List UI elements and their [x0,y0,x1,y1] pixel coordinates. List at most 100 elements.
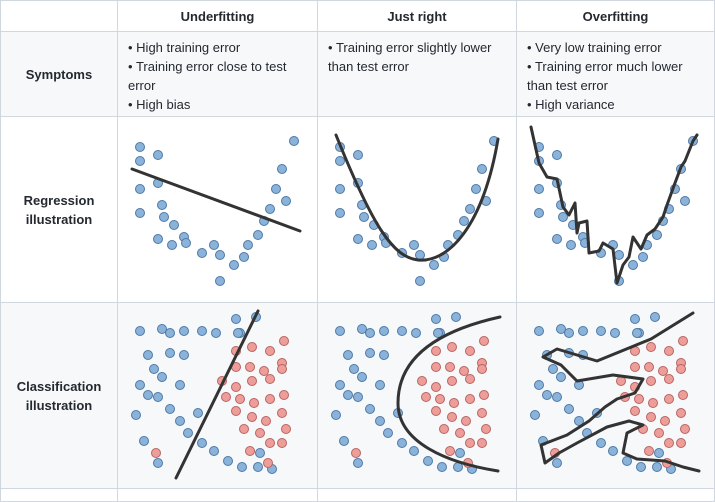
data-point [169,220,179,230]
data-point-class-a [135,326,145,336]
column-header-overfitting: Overfitting [516,0,715,32]
data-point-class-b [479,390,489,400]
data-point-class-a [564,404,574,414]
data-point [335,208,345,218]
data-point-class-a [131,410,141,420]
symptom-item: Training error close to test error [128,57,309,95]
data-point [429,260,439,270]
data-point-class-b [477,438,487,448]
data-point-class-a [365,348,375,358]
data-point-class-b [447,342,457,352]
data-point-class-b [263,458,273,468]
data-point-class-a [165,328,175,338]
classification-row: Classification illustration [0,302,715,489]
decision-boundary [396,315,502,473]
data-point [552,150,562,160]
data-point-class-a [139,436,149,446]
data-point-class-a [409,446,419,456]
data-point-class-a [654,448,664,458]
data-point-class-b [664,394,674,404]
data-point-class-a [556,324,566,334]
data-point-class-b [678,336,688,346]
data-point-class-b [465,438,475,448]
data-point [614,250,624,260]
decision-boundary [539,311,701,473]
row-label-classification: Classification illustration [0,302,118,489]
data-point-class-a [375,416,385,426]
empty-cell [0,488,118,502]
data-point [409,240,419,250]
data-point-class-b [235,394,245,404]
data-point-class-a [556,372,566,382]
data-point-class-b [277,408,287,418]
data-point-class-b [265,374,275,384]
data-point-class-a [596,326,606,336]
data-point-class-b [245,446,255,456]
fit-line [130,167,302,233]
data-point-class-a [335,326,345,336]
data-point-class-a [175,380,185,390]
data-point [558,212,568,222]
symptoms-row: Symptoms High training error Training er… [0,31,715,117]
data-point-class-a [331,410,341,420]
data-point-class-b [465,394,475,404]
data-point-class-a [209,446,219,456]
data-point-class-a [175,416,185,426]
data-point [680,196,690,206]
data-point-class-a [143,390,153,400]
data-point-class-a [183,428,193,438]
data-point-class-a [349,364,359,374]
data-point [566,240,576,250]
data-point-class-a [455,448,465,458]
empty-cell [516,488,715,502]
symptom-item: Training error slightly lower than test … [328,38,508,76]
data-point-class-a [193,408,203,418]
data-point-class-a [165,404,175,414]
data-point-class-b [676,408,686,418]
symptom-item: Very low training error [527,38,706,57]
data-point [471,184,481,194]
data-point-class-a [383,428,393,438]
data-point-class-a [650,312,660,322]
header-row: Underfitting Just right Overfitting [0,0,715,32]
column-header-just-right: Just right [317,0,517,32]
data-point-class-b [465,346,475,356]
data-point [415,276,425,286]
data-point [197,248,207,258]
data-point-class-a [608,446,618,456]
data-point-class-b [255,428,265,438]
data-point-class-b [239,424,249,434]
data-point [289,136,299,146]
data-point-class-b [676,364,686,374]
data-point-class-b [421,392,431,402]
data-point [281,196,291,206]
symptoms-overfitting: Very low training error Training error m… [516,31,715,117]
data-point [153,234,163,244]
data-point-class-b [265,346,275,356]
empty-cell [317,488,517,502]
data-point-class-b [247,342,257,352]
decision-boundary [174,309,260,480]
data-point-class-b [658,366,668,376]
symptom-item: High training error [128,38,309,57]
data-point-class-b [664,438,674,448]
data-point-class-a [253,462,263,472]
data-point-class-a [211,328,221,338]
data-point-class-a [431,314,441,324]
data-point [243,240,253,250]
data-point-class-b [417,376,427,386]
data-point-class-a [530,410,540,420]
data-point-class-a [375,380,385,390]
data-point-class-a [165,348,175,358]
data-point [552,234,562,244]
data-point-class-b [447,412,457,422]
data-point [628,260,638,270]
data-point [157,200,167,210]
data-point-class-a [343,390,353,400]
symptom-item: High variance [527,95,706,114]
data-point [135,142,145,152]
data-point-class-a [652,462,662,472]
trailing-row [0,488,715,502]
data-point-class-a [433,328,443,338]
data-point-class-b [249,398,259,408]
